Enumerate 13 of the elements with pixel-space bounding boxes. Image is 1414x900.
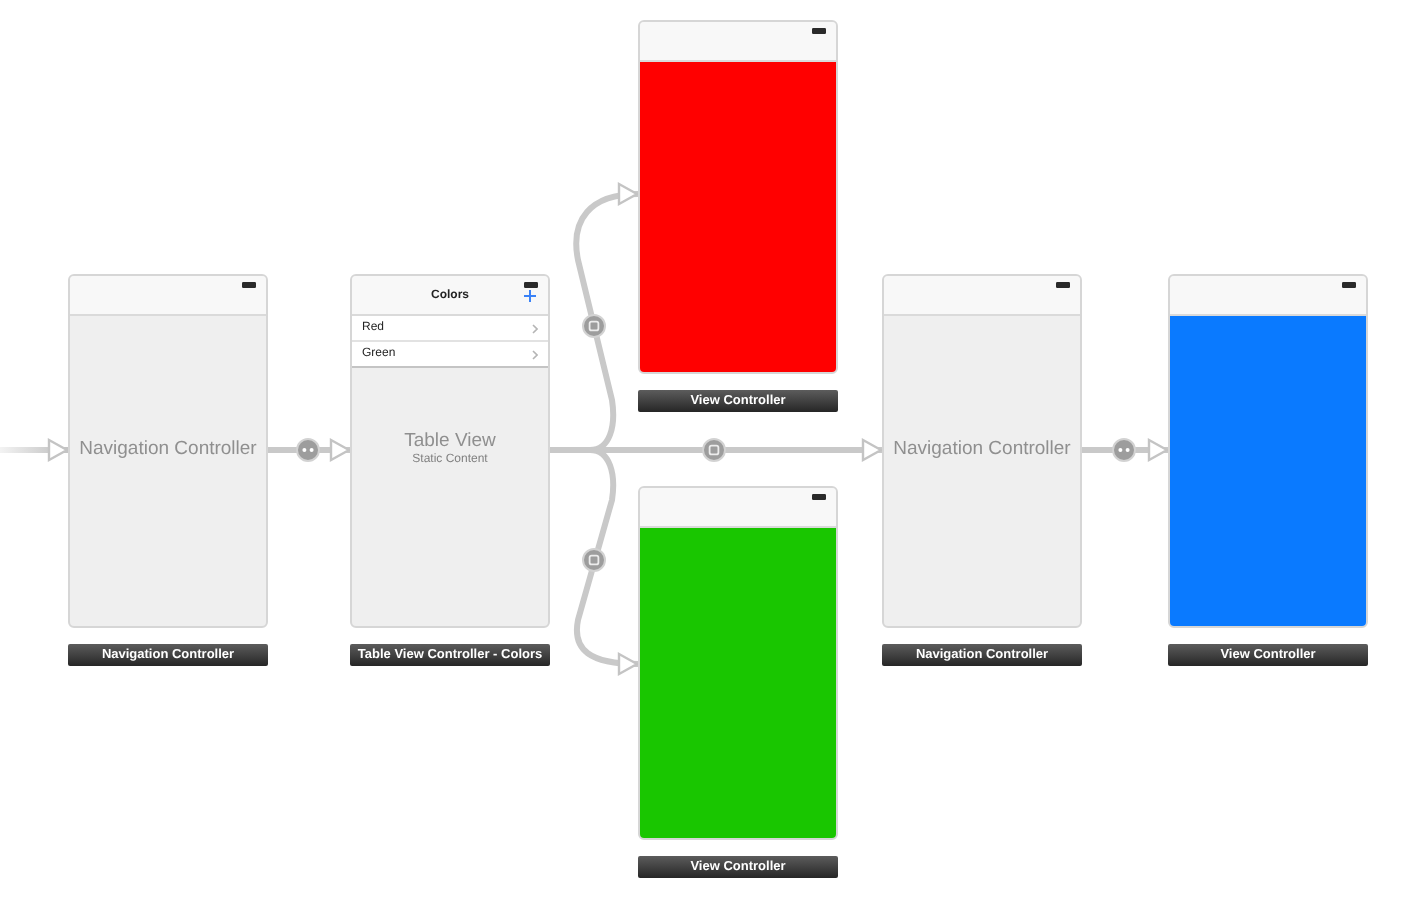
scene-title: Navigation Controller xyxy=(893,440,1071,462)
entry-arrow xyxy=(0,438,69,462)
segue-arrow xyxy=(573,183,639,453)
connector-line xyxy=(550,447,638,453)
scene-title: Table View xyxy=(404,432,496,453)
segue-arrow xyxy=(574,447,639,675)
segue-arrow xyxy=(268,438,351,462)
phone-screen xyxy=(68,274,268,628)
segue-arrow xyxy=(1082,438,1169,462)
segue-arrow xyxy=(638,438,883,462)
phone-screen xyxy=(882,274,1082,628)
phone-screen xyxy=(350,274,550,628)
scene-title: Navigation Controller xyxy=(79,440,257,462)
